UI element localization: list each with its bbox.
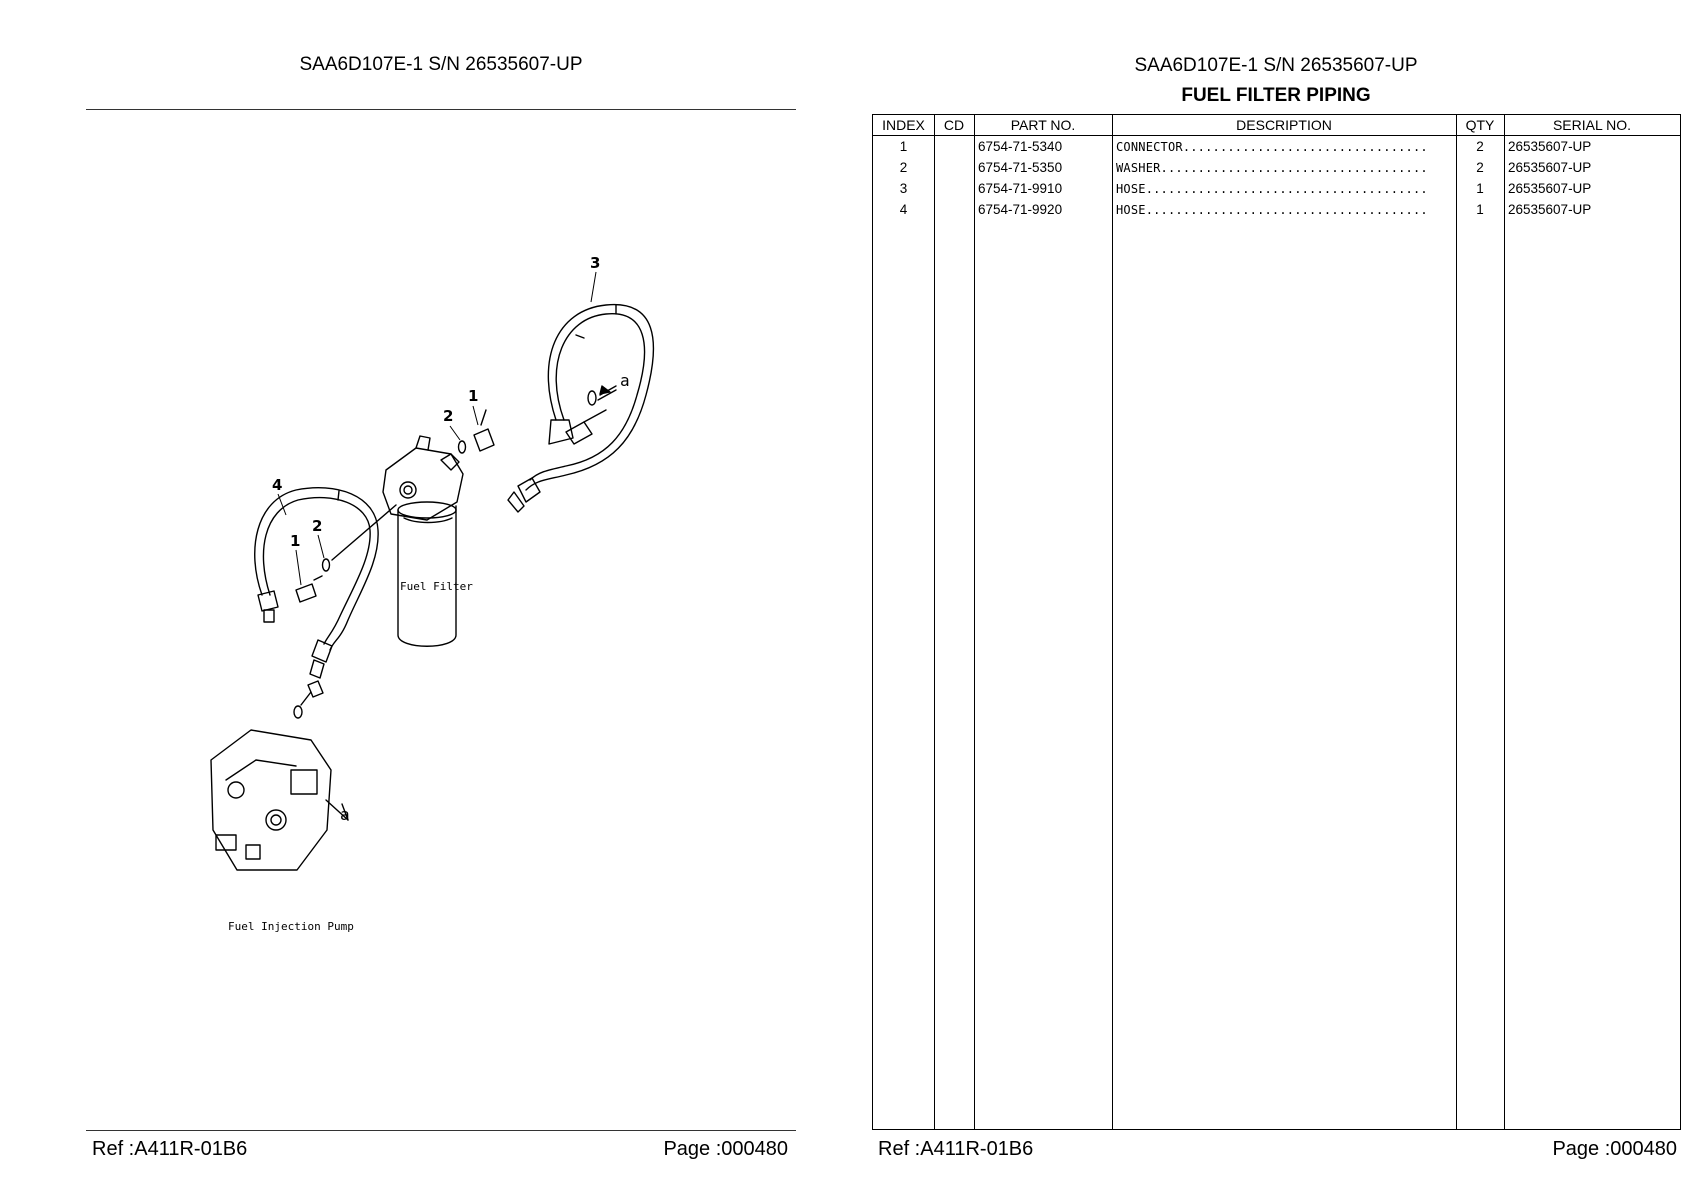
right-ref-code: Ref :A411R-01B6 xyxy=(878,1138,1034,1160)
washer-right xyxy=(587,390,597,406)
callout-1-upper: 1 xyxy=(468,387,478,405)
col-divider xyxy=(1456,115,1457,1129)
table-row: 4 6754-71-9920 HOSE.....................… xyxy=(873,200,1680,221)
fuel-injection-pump xyxy=(210,729,332,871)
fuel-filter-piping-diagram: 3 1 2 4 2 1 Fuel Filter Fuel Injection P… xyxy=(86,120,796,1120)
row-qty: 2 xyxy=(1476,160,1484,175)
arrow-a-label-pump: a xyxy=(340,805,350,824)
connector-1-upper xyxy=(473,428,495,452)
hose-4-lower-fitting xyxy=(311,639,333,663)
hose-4 xyxy=(254,487,379,651)
callout-4: 4 xyxy=(272,476,282,494)
left-top-rule xyxy=(86,109,796,110)
exploded-view-drawing: 3 1 2 4 2 1 Fuel Filter Fuel Injection P… xyxy=(210,254,655,933)
col-divider xyxy=(934,115,935,1129)
hose-4-left-fitting xyxy=(257,590,279,612)
row-qty: 1 xyxy=(1476,181,1484,196)
connector-right xyxy=(565,421,593,445)
washer-2-upper xyxy=(457,440,467,454)
col-divider xyxy=(974,115,975,1129)
fuel-filter-label: Fuel Filter xyxy=(400,580,473,593)
left-page-number: Page :000480 xyxy=(663,1138,788,1160)
fuel-filter-canister xyxy=(397,505,457,647)
header-qty: QTY xyxy=(1465,117,1495,133)
row-index: 3 xyxy=(899,181,908,196)
connector-1-lower xyxy=(295,583,317,603)
row-part-no: 6754-71-5340 xyxy=(978,139,1063,154)
col-divider xyxy=(1112,115,1113,1129)
fuel-injection-pump-label: Fuel Injection Pump xyxy=(228,920,354,933)
header-description: DESCRIPTION xyxy=(1236,117,1332,133)
arrow-a-label-right: a xyxy=(620,371,630,390)
row-index: 2 xyxy=(899,160,908,175)
filter-head xyxy=(382,447,464,521)
row-qty: 2 xyxy=(1476,139,1484,154)
row-index: 1 xyxy=(899,139,908,154)
header-serial-no: SERIAL NO. xyxy=(1552,117,1632,133)
row-description: CONNECTOR...............................… xyxy=(1116,140,1428,154)
col-divider xyxy=(1504,115,1505,1129)
right-page-title: SAA6D107E-1 S/N 26535607-UP xyxy=(1134,55,1418,76)
right-page-subtitle: FUEL FILTER PIPING xyxy=(1181,85,1371,106)
table-row: 1 6754-71-5340 CONNECTOR................… xyxy=(873,137,1680,158)
callout-2-upper: 2 xyxy=(443,407,453,425)
row-part-no: 6754-71-9910 xyxy=(978,181,1063,196)
row-qty: 1 xyxy=(1476,202,1484,217)
left-page-title: SAA6D107E-1 S/N 26535607-UP xyxy=(299,54,583,75)
washer-pump xyxy=(293,705,303,719)
row-serial-no: 26535607-UP xyxy=(1508,160,1592,175)
row-serial-no: 26535607-UP xyxy=(1508,181,1592,196)
header-index: INDEX xyxy=(882,117,925,133)
row-part-no: 6754-71-5350 xyxy=(978,160,1063,175)
row-part-no: 6754-71-9920 xyxy=(978,202,1063,217)
row-description: HOSE....................................… xyxy=(1116,182,1428,196)
header-cd: CD xyxy=(943,117,965,133)
callout-1-lower: 1 xyxy=(290,532,300,550)
washer-2-lower xyxy=(321,558,331,572)
row-index: 4 xyxy=(899,202,908,217)
hose-3 xyxy=(525,303,655,491)
callout-2-lower: 2 xyxy=(312,517,322,535)
row-description: WASHER..................................… xyxy=(1116,161,1428,175)
hose-3-upper-fitting xyxy=(548,419,574,445)
table-row: 3 6754-71-9910 HOSE.....................… xyxy=(873,179,1680,200)
right-page-number: Page :000480 xyxy=(1552,1138,1677,1160)
callout-3: 3 xyxy=(590,254,600,272)
header-part-no: PART NO. xyxy=(1010,117,1076,133)
row-serial-no: 26535607-UP xyxy=(1508,202,1592,217)
hose-3-lower-fitting xyxy=(517,477,541,503)
row-serial-no: 26535607-UP xyxy=(1508,139,1592,154)
header-divider xyxy=(873,135,1680,136)
left-bottom-rule xyxy=(86,1130,796,1131)
left-ref-code: Ref :A411R-01B6 xyxy=(92,1138,248,1160)
table-row: 2 6754-71-5350 WASHER...................… xyxy=(873,158,1680,179)
row-description: HOSE....................................… xyxy=(1116,203,1428,217)
parts-list-table: INDEX CD PART NO. DESCRIPTION QTY SERIAL… xyxy=(872,114,1681,1130)
